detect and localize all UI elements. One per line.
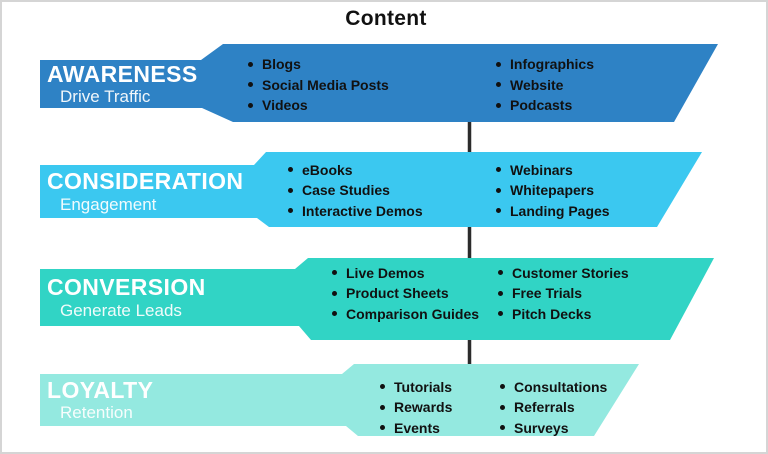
stage-subtitle: Generate Leads (60, 300, 182, 320)
list-item: eBooks (288, 160, 423, 181)
list-item: Pitch Decks (498, 304, 629, 325)
consideration-band-shape (40, 152, 702, 227)
bullet-label: Case Studies (302, 182, 390, 199)
list-item: Free Trials (498, 283, 629, 304)
conversion-bullets-col1: Live Demos Product Sheets Comparison Gui… (332, 263, 479, 325)
bullet-label: Interactive Demos (302, 202, 423, 219)
stage-title: CONVERSION (47, 274, 206, 301)
bullet-icon (496, 167, 501, 173)
bullet-icon (288, 187, 293, 193)
bullet-icon (288, 167, 293, 173)
bullet-label: Whitepapers (510, 182, 595, 199)
bullet-label: eBooks (302, 161, 353, 178)
stage-label-consideration: CONSIDERATION Engagement (40, 165, 256, 218)
stage-subtitle: Drive Traffic (60, 87, 151, 107)
consideration-bullets-col2: Webinars Whitepapers Landing Pages (496, 160, 610, 222)
list-item: Blogs (248, 54, 389, 75)
bullet-label: Events (394, 419, 440, 436)
bullet-icon (332, 311, 337, 317)
bullet-label: Consultations (514, 378, 608, 395)
bullet-icon (496, 208, 501, 214)
page-title: Content (345, 7, 427, 30)
awareness-band-shape (40, 44, 718, 122)
loyalty-bullets-col2: Consultations Referrals Surveys (500, 377, 607, 439)
list-item: Surveys (500, 418, 607, 439)
bullet-icon (496, 82, 501, 88)
bullet-label: Product Sheets (346, 285, 449, 302)
bullet-label: Free Trials (512, 285, 583, 302)
bullet-label: Social Media Posts (262, 76, 389, 93)
list-item: Videos (248, 95, 389, 116)
bullet-label: Podcasts (510, 97, 573, 114)
bullet-icon (496, 187, 501, 193)
list-item: Infographics (496, 54, 594, 75)
bullet-icon (498, 270, 503, 276)
bullet-icon (248, 102, 253, 108)
stage-title: CONSIDERATION (47, 168, 244, 195)
bullet-label: Live Demos (346, 264, 425, 281)
list-item: Interactive Demos (288, 201, 423, 222)
bullet-icon (500, 404, 505, 410)
stage-subtitle: Retention (60, 403, 133, 423)
conversion-bullets-col2: Customer Stories Free Trials Pitch Decks (498, 263, 629, 325)
awareness-bullets-col2: Infographics Website Podcasts (496, 54, 594, 116)
bullet-label: Blogs (262, 56, 301, 73)
bullet-icon (498, 290, 503, 296)
bullet-icon (248, 61, 253, 67)
bullet-label: Customer Stories (512, 264, 629, 281)
bullet-icon (500, 425, 505, 431)
bullet-icon (248, 82, 253, 88)
list-item: Live Demos (332, 263, 479, 284)
bullet-icon (380, 404, 385, 410)
bullet-icon (380, 384, 385, 390)
bullet-label: Infographics (510, 56, 595, 73)
list-item: Tutorials (380, 377, 452, 398)
list-item: Referrals (500, 397, 607, 418)
bullet-label: Videos (262, 97, 308, 114)
bullet-label: Rewards (394, 399, 453, 416)
bullet-icon (332, 270, 337, 276)
list-item: Webinars (496, 160, 610, 181)
list-item: Case Studies (288, 180, 423, 201)
list-item: Whitepapers (496, 180, 610, 201)
stage-title: LOYALTY (47, 376, 154, 403)
loyalty-band-shape (40, 364, 639, 436)
bullet-label: Webinars (510, 161, 573, 178)
bullet-label: Website (510, 76, 564, 93)
bullet-icon (496, 61, 501, 67)
list-item: Landing Pages (496, 201, 610, 222)
list-item: Consultations (500, 377, 607, 398)
bullet-icon (496, 102, 501, 108)
conversion-band-shape (40, 258, 714, 340)
bullet-label: Surveys (514, 419, 569, 436)
stage-subtitle: Engagement (60, 194, 157, 214)
stage-label-conversion: CONVERSION Generate Leads (40, 269, 296, 326)
bullet-label: Comparison Guides (346, 305, 480, 322)
bullet-icon (380, 425, 385, 431)
stage-label-awareness: AWARENESS Drive Traffic (40, 60, 203, 108)
bullet-icon (332, 290, 337, 296)
list-item: Social Media Posts (248, 75, 389, 96)
bullet-label: Landing Pages (510, 202, 610, 219)
list-item: Product Sheets (332, 283, 479, 304)
list-item: Podcasts (496, 95, 594, 116)
bullet-label: Pitch Decks (512, 305, 592, 322)
loyalty-bullets-col1: Tutorials Rewards Events (380, 377, 452, 439)
list-item: Comparison Guides (332, 304, 479, 325)
awareness-bullets-col1: Blogs Social Media Posts Videos (248, 54, 389, 116)
list-item: Customer Stories (498, 263, 629, 284)
list-item: Website (496, 75, 594, 96)
bullet-label: Referrals (514, 399, 575, 416)
list-item: Events (380, 418, 452, 439)
bullet-icon (500, 384, 505, 390)
list-item: Rewards (380, 397, 452, 418)
bullet-icon (498, 311, 503, 317)
bullet-icon (288, 208, 293, 214)
bullet-label: Tutorials (394, 378, 453, 395)
stage-label-loyalty: LOYALTY Retention (40, 374, 343, 426)
stage-title: AWARENESS (47, 60, 198, 87)
consideration-bullets-col1: eBooks Case Studies Interactive Demos (288, 160, 423, 222)
